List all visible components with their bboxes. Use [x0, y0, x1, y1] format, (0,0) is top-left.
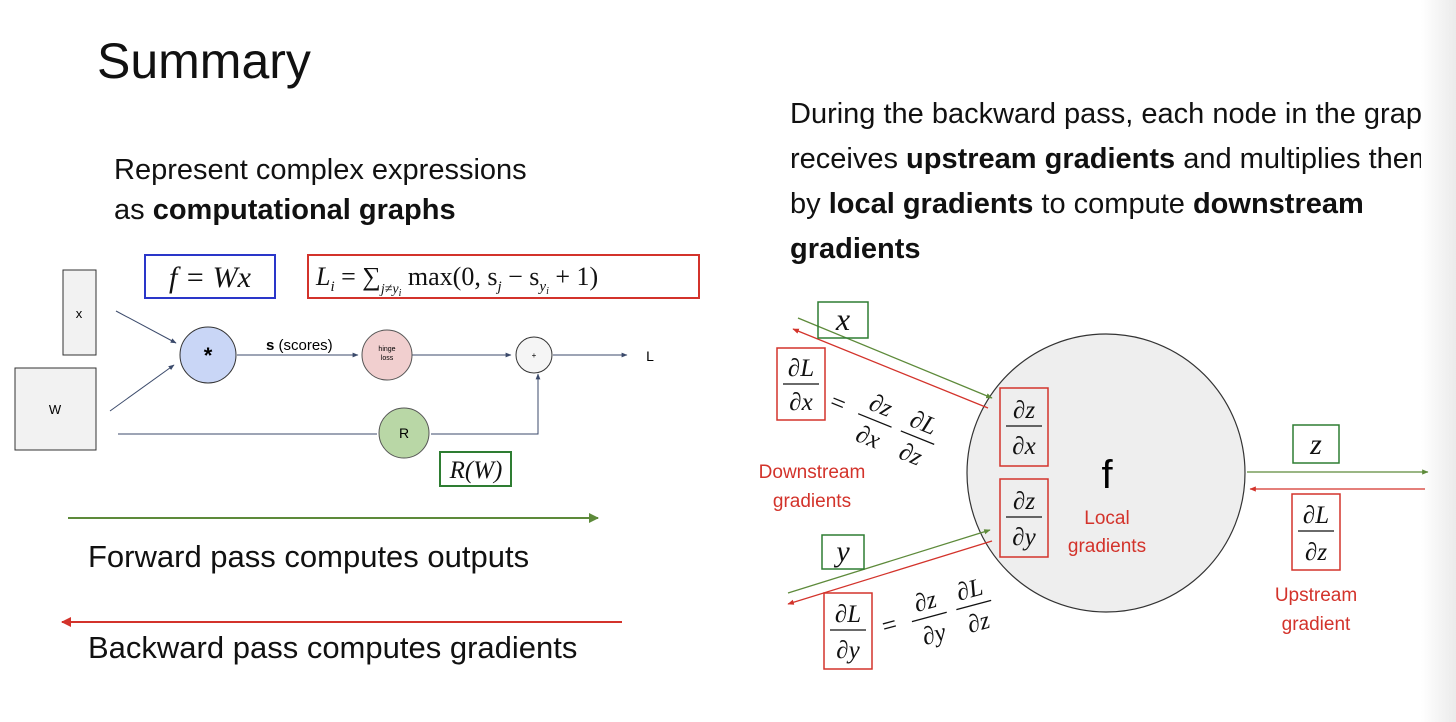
- chain-y-n2: ∂L: [954, 574, 986, 607]
- input-x-box: [62, 269, 97, 356]
- desc-bold-upstream: upstream gradients: [906, 143, 1176, 175]
- x-backward-arrow: [792, 328, 989, 409]
- downstream-grad-y: ∂L ∂y: [823, 592, 873, 670]
- local-grad-x: ∂z ∂x: [999, 387, 1049, 467]
- hinge-loss-node: [361, 329, 413, 381]
- desc-text-2: and multiplies them by: [790, 143, 1434, 220]
- intro-line-1: Represent complex expressions: [114, 154, 527, 186]
- formula-rw-box: [439, 451, 512, 487]
- dzdx-den: ∂x: [1012, 433, 1035, 460]
- input-x-label: x: [76, 306, 83, 321]
- downstream-grad-x: ∂L ∂x: [776, 347, 826, 421]
- upstream-grad-box: [1291, 493, 1341, 571]
- regularizer-node-label: R: [399, 425, 409, 441]
- dldx-den: ∂x: [789, 389, 812, 416]
- slide-title: Summary: [97, 33, 311, 89]
- desc-bold-local: local gradients: [828, 188, 1034, 220]
- output-z-box: [1292, 424, 1340, 464]
- edge-x-to-mult: [115, 310, 177, 344]
- upstream-label-1: Upstream: [1275, 585, 1357, 606]
- dldz-num: ∂L: [1303, 502, 1329, 529]
- input-y-box: [821, 534, 865, 570]
- gradient-flow-diagram: f x y z ∂L ∂x = ∂z ∂x ∂L ∂z ∂L ∂y =: [759, 301, 1429, 670]
- dldy-num: ∂L: [835, 601, 861, 628]
- output-z-var: z: [1309, 428, 1322, 461]
- hinge-node-label-2: loss: [381, 355, 394, 362]
- dzdy-num: ∂z: [1013, 488, 1035, 515]
- edge-r-to-plus: [431, 373, 541, 435]
- formula-f-box: [144, 254, 276, 299]
- chain-y-d2: ∂z: [964, 607, 993, 639]
- dldx-num: ∂L: [788, 355, 814, 382]
- intro-text: Represent complex expressions as computa…: [114, 150, 527, 230]
- downstream-label-2: gradients: [773, 491, 851, 512]
- hinge-node-label-1: hinge: [378, 346, 395, 353]
- local-grad-y: ∂z ∂y: [999, 478, 1049, 558]
- local-label-1: Local: [1084, 508, 1129, 529]
- slide-edge-shadow: [1421, 0, 1456, 722]
- dldz-den: ∂z: [1305, 539, 1327, 566]
- dldy-den: ∂y: [836, 637, 860, 664]
- chain-y-d1: ∂y: [919, 618, 950, 650]
- chain-x-d1: ∂x: [852, 421, 884, 455]
- formula-li: Li = ∑j≠yi max(0, sj − syi + 1): [315, 262, 598, 299]
- intro-line-2-prefix: as: [114, 194, 153, 226]
- edge-w-to-mult: [109, 364, 175, 412]
- left-computational-graph: x W * hinge loss + R L s (scores) f = Wx…: [14, 254, 700, 627]
- downstream-grad-x-box: [776, 347, 826, 421]
- downstream-grad-y-box: [823, 592, 873, 670]
- desc-text-3: to compute: [1033, 188, 1193, 220]
- intro-emphasis: computational graphs: [152, 194, 456, 226]
- regularizer-node: [378, 407, 430, 459]
- input-x-var: x: [835, 301, 850, 337]
- local-label-2: gradients: [1068, 536, 1146, 557]
- input-w-label: W: [49, 402, 62, 417]
- desc-bold-downstream: downstream gradients: [790, 188, 1364, 265]
- chain-y-n1: ∂z: [911, 586, 940, 618]
- y-forward-arrow: [787, 529, 991, 594]
- intro-line-2: as computational graphs: [114, 190, 527, 230]
- chain-y-eq: =: [879, 609, 901, 641]
- upstream-grad: ∂L ∂z: [1291, 493, 1341, 571]
- input-y-var: y: [833, 535, 850, 568]
- mult-node: [179, 326, 237, 384]
- desc-text-1: During the backward pass, each node in t…: [790, 98, 1439, 175]
- chain-x-d2: ∂z: [895, 438, 926, 471]
- plus-node: [515, 336, 553, 374]
- mult-node-label: *: [204, 343, 213, 368]
- chain-x-eq: =: [826, 387, 850, 419]
- dzdy-den: ∂y: [1012, 524, 1036, 551]
- function-node-label: f: [1101, 453, 1113, 497]
- y-backward-arrow: [787, 540, 993, 605]
- downstream-label-1: Downstream: [759, 462, 866, 483]
- chain-rule-x: = ∂z ∂x ∂L ∂z: [826, 387, 941, 472]
- input-x-box: [817, 301, 869, 339]
- function-node: [966, 333, 1246, 613]
- plus-node-label: +: [532, 351, 537, 360]
- dzdx-num: ∂z: [1013, 397, 1035, 424]
- forward-caption: Forward pass computes outputs: [88, 539, 530, 574]
- local-grad-x-box: [999, 387, 1049, 467]
- input-w-box: [14, 367, 97, 451]
- upstream-label-2: gradient: [1282, 614, 1351, 635]
- backward-caption: Backward pass computes gradients: [88, 630, 578, 665]
- formula-li-box: [307, 254, 700, 299]
- chain-rule-y: = ∂z ∂y ∂L ∂z: [879, 574, 993, 651]
- formula-rw: R(W): [449, 457, 503, 484]
- local-grad-y-box: [999, 478, 1049, 558]
- backward-pass-description: During the backward pass, each node in t…: [790, 92, 1440, 272]
- formula-f: f = Wx: [169, 261, 252, 294]
- x-forward-arrow: [797, 317, 993, 399]
- scores-label: s (scores): [266, 337, 333, 354]
- output-l-label: L: [646, 348, 654, 364]
